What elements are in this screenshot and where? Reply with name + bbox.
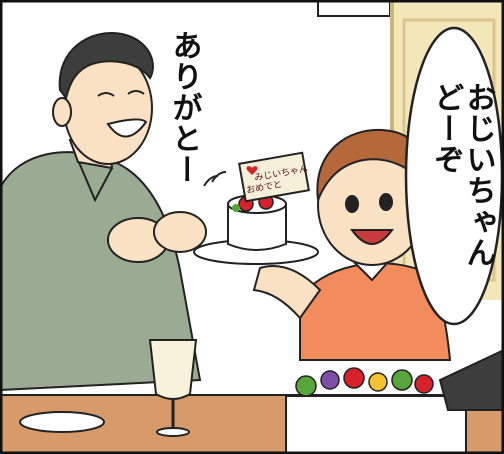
champagne-glass-base	[156, 427, 190, 437]
cake-box-edge	[438, 348, 504, 411]
grandpa-hair	[58, 32, 154, 101]
champagne-glass-bowl	[148, 339, 198, 400]
girl-mouth	[350, 229, 394, 245]
fruit-kiwi	[295, 375, 317, 397]
girl-collar	[353, 261, 389, 282]
fruit-strawberry	[343, 367, 365, 389]
foreground-cake	[285, 395, 467, 454]
cake-body	[227, 203, 287, 251]
kiwi-1	[232, 204, 240, 212]
fruit-orange	[368, 372, 388, 392]
girl-speech-line-1: おじいちゃん	[460, 82, 496, 268]
girl-eye-right	[379, 193, 393, 211]
grandpa-mouth	[106, 118, 148, 138]
grandpa-hand-right	[153, 211, 207, 253]
girl-speech-line-2: どーぞ	[428, 82, 464, 175]
girl-eye-left	[345, 195, 359, 213]
grandpa-speech-text: ありがとー	[166, 30, 202, 185]
fruit-grape	[320, 370, 340, 390]
grandpa-collar	[77, 159, 113, 203]
girl-arm	[252, 265, 322, 320]
cake-plaque	[238, 151, 310, 203]
grandpa-eye-left	[97, 92, 115, 97]
grandpa-ear	[52, 97, 72, 127]
fruit-cherry	[414, 374, 434, 394]
motion-lines	[203, 171, 227, 187]
heart-icon	[246, 166, 258, 175]
table-plate	[19, 411, 105, 433]
grandpa-eye-right	[127, 90, 145, 95]
fruit-kiwi-2	[391, 369, 413, 391]
